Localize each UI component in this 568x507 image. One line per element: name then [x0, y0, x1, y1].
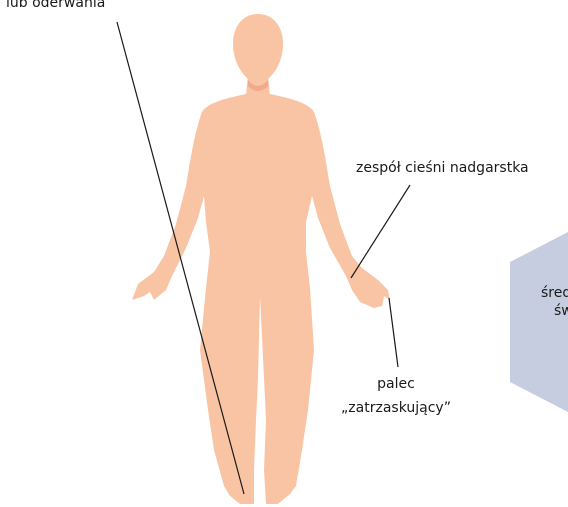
- label-hexagon-line1: śred: [541, 285, 568, 302]
- human-figure: [132, 14, 390, 504]
- label-hexagon-line2: św: [554, 303, 568, 320]
- label-carpal-tunnel: zespół cieśni nadgarstka: [356, 160, 529, 177]
- leader-line-carpal-tunnel: [351, 185, 410, 278]
- label-trigger-finger-line2: „zatrzaskujący”: [333, 400, 459, 417]
- label-trigger-finger-line1: palec: [333, 376, 459, 393]
- info-hexagon: [510, 232, 568, 412]
- head: [233, 14, 283, 84]
- label-top-left: lub oderwania: [6, 0, 105, 12]
- body-silhouette: [132, 94, 390, 504]
- leader-line-trigger-finger: [389, 298, 398, 367]
